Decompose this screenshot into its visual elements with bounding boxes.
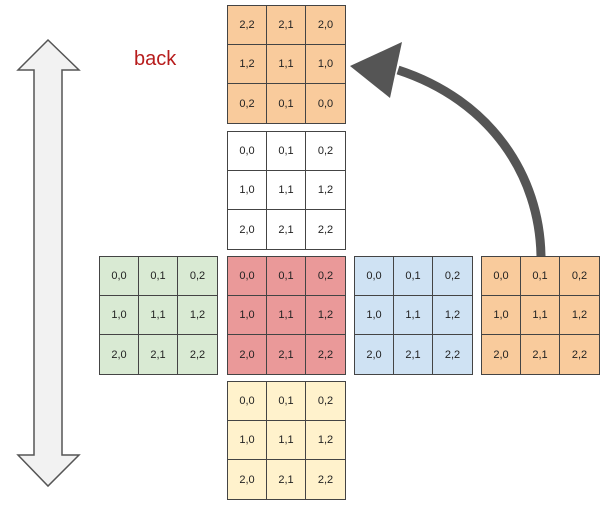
back-label: back [134, 48, 177, 70]
grid-cell: 0,1 [267, 382, 306, 421]
grid-cell: 1,1 [267, 45, 306, 84]
grid-cell: 1,2 [228, 45, 267, 84]
grid-cell: 0,1 [267, 132, 306, 171]
grid-cell: 0,1 [267, 84, 306, 123]
grid-cell: 0,0 [482, 257, 521, 296]
grid-cell: 0,1 [267, 257, 306, 296]
curved-arrow-head-icon [350, 42, 402, 98]
grid-cell: 2,1 [139, 335, 178, 374]
grid-cell: 2,0 [228, 210, 267, 249]
grid-cell: 1,2 [178, 296, 217, 335]
grid-cell: 2,1 [267, 210, 306, 249]
grid-cell: 1,2 [560, 296, 599, 335]
grid-cell: 2,0 [228, 335, 267, 374]
grid-cell: 0,0 [100, 257, 139, 296]
grid-cell: 1,1 [394, 296, 433, 335]
grid-cell: 2,1 [521, 335, 560, 374]
grid-cell: 1,0 [482, 296, 521, 335]
grid-cell: 2,0 [355, 335, 394, 374]
grid-cell: 0,2 [560, 257, 599, 296]
grid-cell: 1,0 [100, 296, 139, 335]
grid-cell: 1,2 [306, 296, 345, 335]
grid-cell: 1,1 [267, 171, 306, 210]
grid-cell: 2,2 [228, 6, 267, 45]
grid-cell: 0,2 [433, 257, 472, 296]
grid-cell: 0,2 [306, 132, 345, 171]
grid-cell: 1,1 [267, 296, 306, 335]
grid-cell: 1,1 [267, 421, 306, 460]
grid-cell: 0,0 [355, 257, 394, 296]
grid-cell: 0,0 [228, 132, 267, 171]
grid-cell: 1,2 [306, 421, 345, 460]
grid-cell: 0,2 [178, 257, 217, 296]
curved-arrow-shaft [396, 65, 546, 258]
grid-cell: 1,0 [228, 296, 267, 335]
grid-cell: 0,0 [228, 382, 267, 421]
grid-cell: 1,2 [433, 296, 472, 335]
grid-cell: 2,0 [228, 460, 267, 499]
grid-cell: 0,2 [306, 257, 345, 296]
grid-cell: 0,1 [394, 257, 433, 296]
grid-cell: 2,1 [267, 460, 306, 499]
vertical-double-arrow-icon [16, 38, 81, 488]
grid-cell: 2,2 [444, 348, 461, 361]
grid-cell: 0,0 [317, 97, 334, 110]
grid-cell: 0,1 [139, 257, 178, 296]
grid-cell: 0,2 [228, 84, 267, 123]
grid-cell: 1,0 [228, 421, 267, 460]
grid-cell: 2,1 [267, 335, 306, 374]
grid-cell: 1,0 [228, 171, 267, 210]
grid-cell: 1,2 [306, 171, 345, 210]
grid-cell: 2,2 [317, 473, 334, 486]
grid-cell: 2,2 [571, 348, 588, 361]
grid-cell: 0,0 [228, 257, 267, 296]
grid-cell: 0,1 [521, 257, 560, 296]
grid-cell: 0,2 [306, 382, 345, 421]
grid-cell: 1,0 [306, 45, 345, 84]
grid-cell: 2,0 [306, 6, 345, 45]
grid-cell: 1,1 [521, 296, 560, 335]
grid-cell: 2,0 [482, 335, 521, 374]
grid-cell: 2,1 [394, 335, 433, 374]
grid-cell: 2,2 [317, 348, 334, 361]
grid-cell: 2,2 [317, 223, 334, 236]
grid-cell: 2,2 [189, 348, 206, 361]
grid-cell: 2,1 [267, 6, 306, 45]
grid-cell: 1,1 [139, 296, 178, 335]
grid-cell: 2,0 [100, 335, 139, 374]
grid-cell: 1,0 [355, 296, 394, 335]
